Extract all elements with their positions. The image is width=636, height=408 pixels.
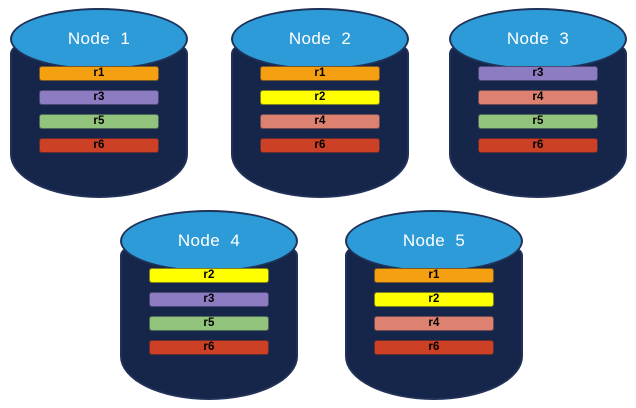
- replica-bar[interactable]: r2: [149, 268, 269, 283]
- replica-label: r2: [314, 90, 326, 103]
- replica-list: r1 r2 r4 r6: [374, 268, 494, 355]
- node-cylinder-cap: [231, 8, 409, 70]
- replica-label: r1: [93, 66, 105, 79]
- node-cylinder-cap: [345, 210, 523, 272]
- replica-label: r6: [203, 340, 215, 353]
- replica-bar[interactable]: r6: [149, 340, 269, 355]
- replica-bar[interactable]: r2: [374, 292, 494, 307]
- replica-bar[interactable]: r5: [149, 316, 269, 331]
- replica-bar[interactable]: r1: [39, 66, 159, 81]
- replica-label: r4: [314, 114, 326, 127]
- replica-label: r3: [203, 292, 215, 305]
- replica-list: r1 r3 r5 r6: [39, 66, 159, 153]
- replica-bar[interactable]: r1: [260, 66, 380, 81]
- replica-bar[interactable]: r3: [149, 292, 269, 307]
- replica-bar[interactable]: r6: [39, 138, 159, 153]
- replica-bar[interactable]: r6: [478, 138, 598, 153]
- replica-label: r5: [93, 114, 105, 127]
- replica-label: r1: [314, 66, 326, 79]
- replica-bar[interactable]: r4: [260, 114, 380, 129]
- replica-bar[interactable]: r3: [39, 90, 159, 105]
- replica-list: r3 r4 r5 r6: [478, 66, 598, 153]
- replica-bar[interactable]: r4: [478, 90, 598, 105]
- replica-list: r2 r3 r5 r6: [149, 268, 269, 355]
- replica-bar[interactable]: r6: [374, 340, 494, 355]
- replica-label: r6: [428, 340, 440, 353]
- replica-label: r2: [428, 292, 440, 305]
- replica-label: r6: [314, 138, 326, 151]
- replica-label: r3: [532, 66, 544, 79]
- replica-label: r1: [428, 268, 440, 281]
- replica-list: r1 r2 r4 r6: [260, 66, 380, 153]
- replica-label: r2: [203, 268, 215, 281]
- replica-label: r5: [532, 114, 544, 127]
- replica-label: r5: [203, 316, 215, 329]
- replica-bar[interactable]: r1: [374, 268, 494, 283]
- replica-label: r6: [532, 138, 544, 151]
- replica-bar[interactable]: r5: [39, 114, 159, 129]
- replica-bar[interactable]: r6: [260, 138, 380, 153]
- replica-label: r6: [93, 138, 105, 151]
- replica-label: r4: [532, 90, 544, 103]
- replica-bar[interactable]: r3: [478, 66, 598, 81]
- replica-label: r4: [428, 316, 440, 329]
- replica-bar[interactable]: r4: [374, 316, 494, 331]
- node-cylinder-cap: [120, 210, 298, 272]
- node-cylinder-cap: [10, 8, 188, 70]
- node-cylinder-cap: [449, 8, 627, 70]
- replica-bar[interactable]: r5: [478, 114, 598, 129]
- replica-bar[interactable]: r2: [260, 90, 380, 105]
- replica-label: r3: [93, 90, 105, 103]
